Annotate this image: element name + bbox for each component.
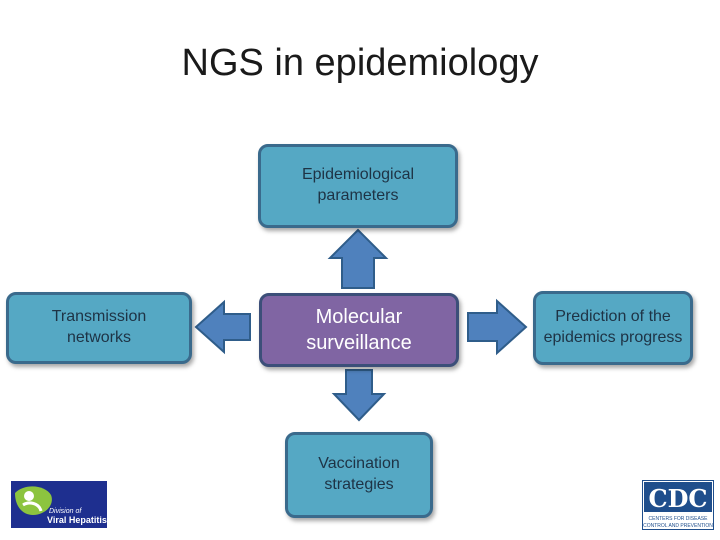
cdc-icon: CDC CENTERS FOR DISEASE CONTROL AND PREV… xyxy=(641,479,715,531)
cdc-tagline-line2: CONTROL AND PREVENTION xyxy=(643,523,713,529)
cdc-logo-text: CDC xyxy=(648,484,707,513)
node-molecular-surveillance: Molecular surveillance xyxy=(259,293,459,367)
division-of-viral-hepatitis-logo: Division of Viral Hepatitis xyxy=(11,481,107,528)
cdc-tagline-line1: CENTERS FOR DISEASE xyxy=(649,516,709,522)
arrow-right-icon xyxy=(467,298,528,356)
node-transmission-networks: Transmission networks xyxy=(6,292,192,364)
slide-title: NGS in epidemiology xyxy=(181,42,539,84)
node-label: Epidemiological parameters xyxy=(301,166,415,204)
arrow-left-icon xyxy=(194,299,251,355)
logo-text-line1: Division of xyxy=(49,508,82,515)
cdc-logo: CDC CENTERS FOR DISEASE CONTROL AND PREV… xyxy=(641,479,715,531)
node-label: Prediction of the epidemics progress xyxy=(543,308,683,346)
node-label: Vaccination strategies xyxy=(318,455,400,493)
node-vaccination-strategies: Vaccination strategies xyxy=(285,432,433,518)
liver-icon: Division of Viral Hepatitis xyxy=(11,481,107,528)
node-epidemiological-parameters: Epidemiological parameters xyxy=(258,144,458,228)
node-prediction-epidemics-progress: Prediction of the epidemics progress xyxy=(533,291,693,365)
arrow-down-icon xyxy=(331,369,387,422)
logo-text-line2: Viral Hepatitis xyxy=(47,515,107,525)
arrow-up-icon xyxy=(327,228,389,289)
node-label: Transmission networks xyxy=(51,308,147,346)
node-label: Molecular surveillance xyxy=(306,306,412,354)
